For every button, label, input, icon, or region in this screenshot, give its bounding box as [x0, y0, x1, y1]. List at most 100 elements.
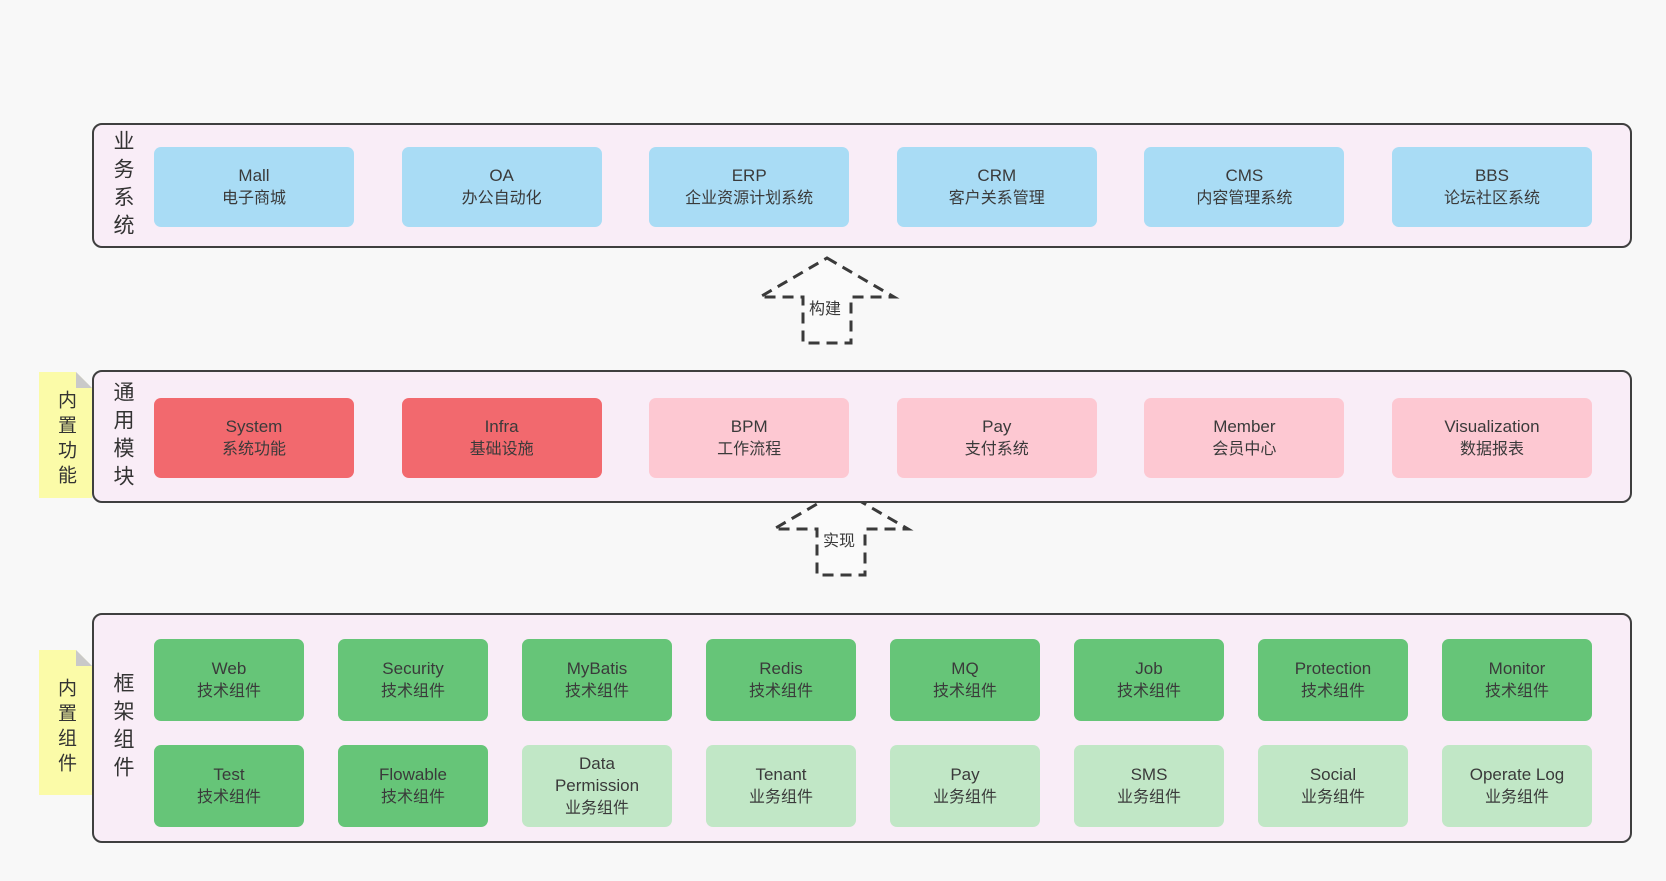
box-bbs: BBS 论坛社区系统 — [1391, 147, 1592, 227]
box-title: SMS — [1130, 764, 1168, 784]
box-subtitle: 技术组件 — [196, 683, 261, 701]
box-subtitle: 论坛社区系统 — [1443, 190, 1540, 208]
box-title: System — [225, 416, 283, 436]
box-subtitle: 业务组件 — [1300, 789, 1365, 807]
sticky-note-built-in-components: 内置组件 — [39, 650, 92, 795]
box-flowable: Flowable 技术组件 — [338, 745, 488, 827]
box-title: Tenant — [755, 764, 807, 784]
box-crm: CRM 客户关系管理 — [896, 147, 1097, 227]
box-system: System 系统功能 — [154, 398, 354, 478]
box-visualization: Visualization 数据报表 — [1391, 398, 1592, 478]
sticky-note-label: 内置功能 — [55, 390, 76, 491]
box-mybatis: MyBatis 技术组件 — [522, 639, 672, 721]
box-title: Pay — [982, 416, 1012, 436]
band-components-label: 框架组件 — [111, 672, 134, 784]
box-subtitle: 技术组件 — [1484, 683, 1549, 701]
box-oa: OA 办公自动化 — [401, 147, 602, 227]
box-subtitle: 业务组件 — [564, 799, 629, 817]
box-web: Web 技术组件 — [154, 639, 304, 721]
box-subtitle: 电子商城 — [221, 190, 286, 208]
box-subtitle: 技术组件 — [564, 683, 629, 701]
box-title: Infra — [484, 416, 519, 436]
box-protection: Protection 技术组件 — [1258, 639, 1408, 721]
box-operate-log: Operate Log 业务组件 — [1442, 745, 1592, 827]
sticky-note-label: 内置组件 — [55, 678, 76, 779]
box-subtitle: 基础设施 — [469, 441, 534, 459]
business-box-row: Mall 电子商城 OA 办公自动化 ERP 企业资源计划系统 CRM 客户关系管理 CMS 内容… — [154, 147, 1592, 227]
box-monitor: Monitor 技术组件 — [1442, 639, 1592, 721]
box-security: Security 技术组件 — [338, 639, 488, 721]
box-pay: Pay 支付系统 — [896, 398, 1097, 478]
box-subtitle: 业务组件 — [1484, 789, 1549, 807]
box-subtitle: 会员中心 — [1212, 441, 1277, 459]
implement-arrow-label: 实现 — [820, 526, 859, 552]
box-subtitle: 支付系统 — [964, 441, 1029, 459]
box-title: MQ — [951, 658, 979, 678]
box-title: Test — [213, 764, 245, 784]
box-subtitle: 业务组件 — [932, 789, 997, 807]
box-mq: MQ 技术组件 — [890, 639, 1040, 721]
box-data-permission: Data Permission 业务组件 — [522, 745, 672, 827]
box-title: ERP — [731, 165, 767, 185]
box-title: Data Permission — [554, 754, 640, 795]
box-subtitle: 企业资源计划系统 — [685, 190, 814, 208]
box-subtitle: 办公自动化 — [461, 190, 542, 208]
box-subtitle: 业务组件 — [1116, 789, 1181, 807]
box-title: Web — [211, 658, 247, 678]
box-mall: Mall 电子商城 — [154, 147, 354, 227]
box-subtitle: 技术组件 — [932, 683, 997, 701]
box-title: Mall — [238, 165, 270, 185]
box-title: Flowable — [378, 764, 448, 784]
band-business-label: 业务系统 — [111, 129, 134, 242]
box-test: Test 技术组件 — [154, 745, 304, 827]
box-bpm: BPM 工作流程 — [649, 398, 850, 478]
box-tenant: Tenant 业务组件 — [706, 745, 856, 827]
box-cms: CMS 内容管理系统 — [1144, 147, 1345, 227]
box-subtitle: 数据报表 — [1459, 441, 1524, 459]
box-sms: SMS 业务组件 — [1074, 745, 1224, 827]
box-pay: Pay 业务组件 — [890, 745, 1040, 827]
box-title: Operate Log — [1469, 764, 1565, 784]
box-title: Redis — [759, 658, 803, 678]
box-member: Member 会员中心 — [1144, 398, 1345, 478]
box-subtitle: 技术组件 — [1300, 683, 1365, 701]
box-title: Security — [382, 658, 444, 678]
box-subtitle: 工作流程 — [717, 441, 782, 459]
box-subtitle: 业务组件 — [748, 789, 813, 807]
band-modules-label: 通用模块 — [111, 380, 134, 493]
modules-box-row: System 系统功能 Infra 基础设施 BPM 工作流程 Pay 支付系统 Member 会… — [154, 398, 1592, 478]
box-erp: ERP 企业资源计划系统 — [649, 147, 850, 227]
box-subtitle: 技术组件 — [1116, 683, 1181, 701]
box-subtitle: 技术组件 — [748, 683, 813, 701]
band-common-modules: 通用模块 System 系统功能 Infra 基础设施 BPM 工作流程 Pay 支付系统 Me… — [92, 370, 1632, 503]
box-title: CRM — [977, 165, 1017, 185]
sticky-note-built-in-features: 内置功能 — [39, 372, 92, 498]
box-title: Pay — [950, 764, 980, 784]
box-infra: Infra 基础设施 — [401, 398, 602, 478]
box-redis: Redis 技术组件 — [706, 639, 856, 721]
box-title: Monitor — [1488, 658, 1546, 678]
box-title: OA — [489, 165, 514, 185]
box-title: CMS — [1225, 165, 1264, 185]
box-title: BBS — [1474, 165, 1509, 185]
box-subtitle: 客户关系管理 — [948, 190, 1045, 208]
box-title: Member — [1213, 416, 1276, 436]
box-subtitle: 系统功能 — [221, 441, 286, 459]
box-title: Protection — [1294, 658, 1372, 678]
box-title: Social — [1309, 764, 1357, 784]
box-title: MyBatis — [566, 658, 628, 678]
box-job: Job 技术组件 — [1074, 639, 1224, 721]
box-subtitle: 技术组件 — [380, 789, 445, 807]
box-title: Job — [1135, 658, 1163, 678]
box-subtitle: 技术组件 — [380, 683, 445, 701]
band-business-systems: 业务系统 Mall 电子商城 OA 办公自动化 ERP 企业资源计划系统 CRM 客户关系管理… — [92, 123, 1632, 248]
box-title: Visualization — [1444, 416, 1540, 436]
box-title: BPM — [730, 416, 768, 436]
box-subtitle: 内容管理系统 — [1196, 190, 1293, 208]
box-subtitle: 技术组件 — [196, 789, 261, 807]
box-social: Social 业务组件 — [1258, 745, 1408, 827]
